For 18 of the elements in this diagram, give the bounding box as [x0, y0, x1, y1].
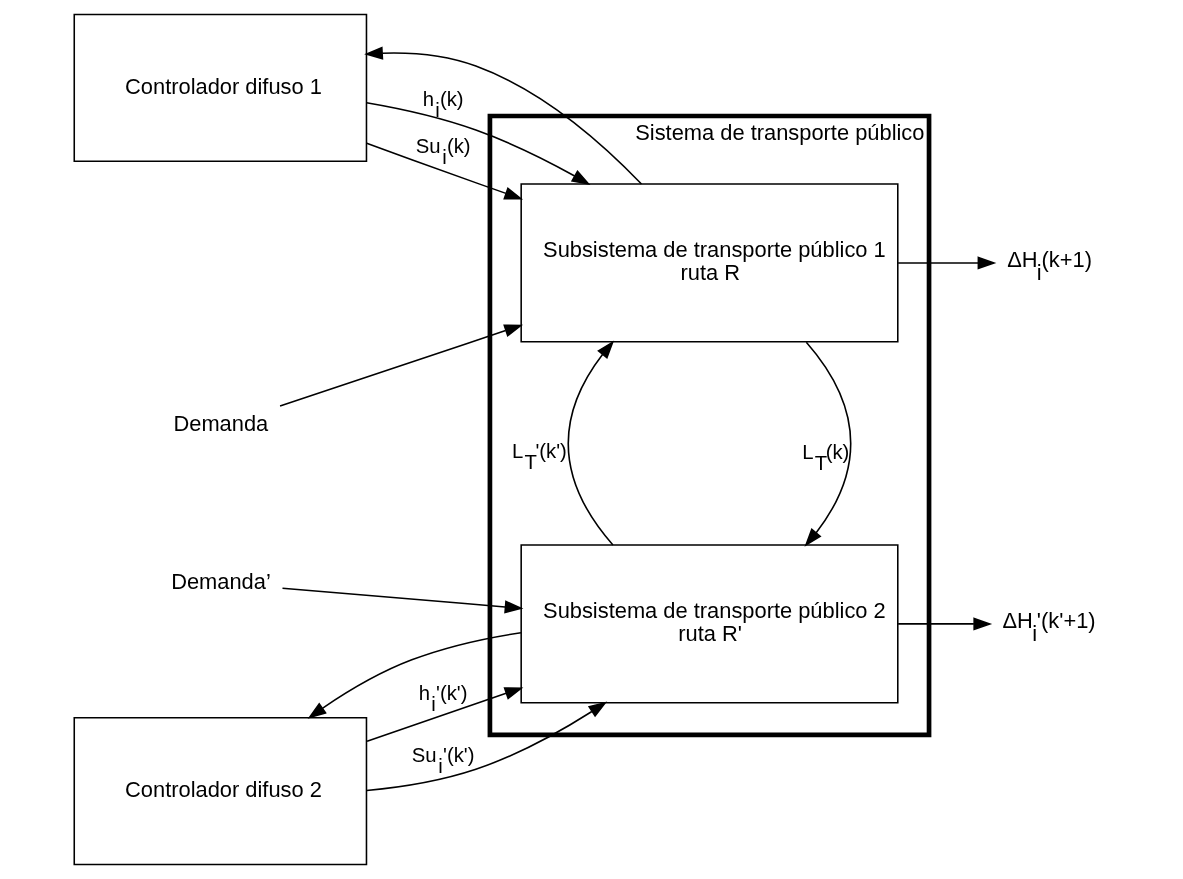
arrow: [281, 587, 524, 614]
node-box: Controlador difuso 2: [73, 716, 368, 866]
arrow: [567, 340, 615, 546]
node-box: Controlador difuso 1: [73, 13, 368, 163]
arrow: [364, 46, 643, 185]
arrow: [897, 256, 997, 270]
node-box: Subsistema de transporte público 1 ruta R: [520, 183, 899, 343]
node-box: Subsistema de transporte público 2 ruta R': [520, 544, 899, 704]
arrow: [307, 631, 522, 719]
arrow: [279, 324, 524, 407]
node-text: Demanda’: [171, 569, 271, 595]
arrow: [897, 617, 993, 631]
arrow: [804, 341, 852, 547]
arrow: [365, 701, 608, 792]
arrow: [366, 687, 524, 742]
arrow: [366, 142, 524, 200]
node-text: Demanda: [173, 411, 269, 437]
arrow: [365, 102, 591, 185]
